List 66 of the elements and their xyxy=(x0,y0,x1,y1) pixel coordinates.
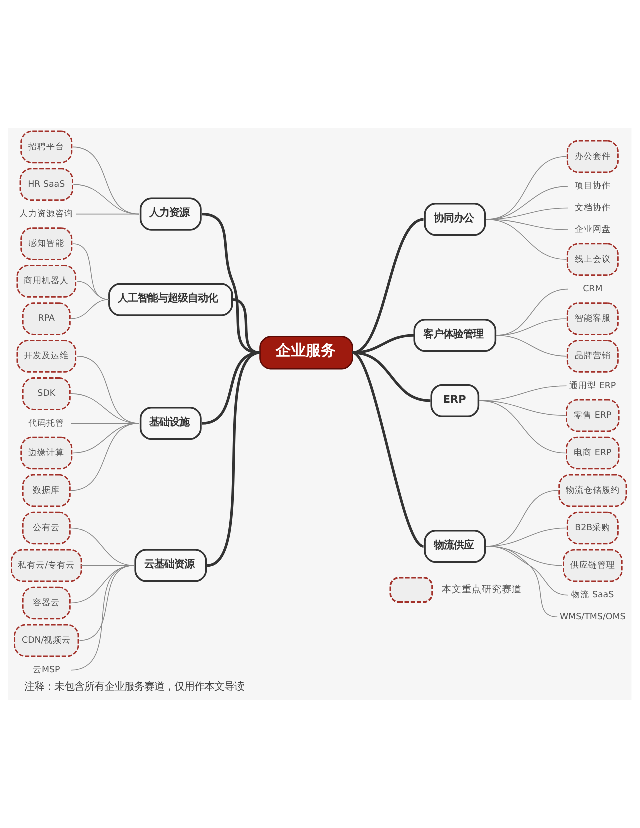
node-box: 电商 ERP xyxy=(566,436,620,470)
connector xyxy=(486,219,569,230)
connector xyxy=(79,565,135,642)
node-box: 智能客服 xyxy=(566,302,619,336)
node-box: 供应链管理 xyxy=(563,549,623,582)
node-box: SDK xyxy=(22,378,71,410)
connector xyxy=(72,146,140,215)
node-text: 文档协作 xyxy=(574,203,611,214)
connector xyxy=(73,184,140,215)
node-text: 云MSP xyxy=(32,666,60,676)
node-text: 通用型 ERP xyxy=(570,381,616,392)
node-text: 代码托管 xyxy=(28,418,65,429)
node-box: 办公套件 xyxy=(566,140,619,174)
caption: 注释：未包含所有企业服务赛道，仅用作本文导读 xyxy=(24,681,244,694)
node-box: 招聘平台 xyxy=(20,130,73,164)
connector xyxy=(486,219,568,260)
connector xyxy=(70,394,140,424)
node-box: B2B采购 xyxy=(566,512,619,545)
connector xyxy=(72,423,140,454)
node-box: 人工智能与超级自动化 xyxy=(108,283,234,316)
node-text: 项目协作 xyxy=(574,182,611,192)
connector xyxy=(72,244,110,300)
node-text: 物流 SaaS xyxy=(572,590,614,601)
node-box: 公有云 xyxy=(22,512,71,545)
node-box: 线上会议 xyxy=(566,243,619,276)
node-text: 企业网盘 xyxy=(574,225,611,236)
node-text: WMS/TMS/OMS xyxy=(560,612,626,622)
legend-label: 本文重点研究赛道 xyxy=(442,584,522,596)
node-box: 品牌营销 xyxy=(566,340,619,373)
connector xyxy=(70,565,135,671)
node-box: 协同办公 xyxy=(424,202,486,236)
node-box: 云基础资源 xyxy=(134,549,208,582)
node-box: 商用机器人 xyxy=(16,265,77,298)
connector xyxy=(496,335,568,357)
node-box: RPA xyxy=(22,302,71,336)
connector xyxy=(70,299,110,320)
node-box: CDN/视频云 xyxy=(14,624,80,658)
node-box: 开发及运维 xyxy=(16,340,77,373)
connector xyxy=(479,400,566,454)
connector xyxy=(232,298,260,354)
connector xyxy=(76,214,140,215)
connector xyxy=(76,281,110,300)
node-box: 人力资源 xyxy=(140,198,202,231)
node-box: 容器云 xyxy=(22,586,71,620)
node-box: 客户体验管理 xyxy=(414,318,497,352)
node-box: 零售 ERP xyxy=(566,399,620,432)
node-text: 人力资源咨询 xyxy=(20,210,74,220)
node-box: 边缘计算 xyxy=(20,436,73,470)
connector xyxy=(207,352,261,567)
connector xyxy=(486,546,558,618)
node-box: 基础设施 xyxy=(140,407,202,440)
connector xyxy=(70,423,140,492)
connector xyxy=(70,423,140,424)
node-box: 感知智能 xyxy=(20,228,73,260)
node-box: 私有云/专有云 xyxy=(11,549,82,582)
node-box: 物流供应 xyxy=(424,530,486,564)
connector xyxy=(202,352,260,425)
connector xyxy=(202,213,260,354)
connector xyxy=(352,352,424,548)
node-box: 物流仓储履约 xyxy=(558,474,628,508)
connector xyxy=(70,528,135,566)
node-box: 企业服务 xyxy=(260,336,354,370)
node-box: HR SaaS xyxy=(20,168,74,202)
node-text: CRM xyxy=(583,284,603,294)
node-box: 数据库 xyxy=(22,474,71,508)
node-box: ERP xyxy=(430,384,480,418)
